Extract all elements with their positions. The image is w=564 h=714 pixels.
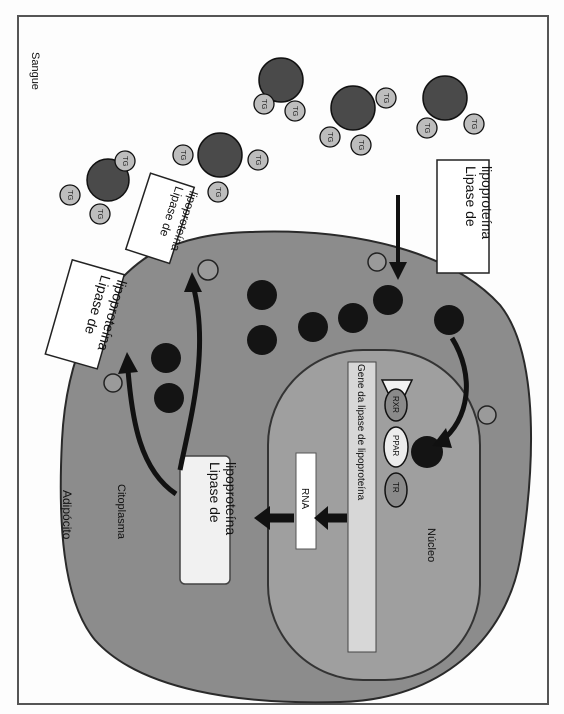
- lipid-droplet: [338, 303, 368, 333]
- tg-label: TG: [423, 123, 432, 134]
- tg-label: TG: [326, 132, 335, 143]
- nucleus-label: Núcleo: [425, 528, 437, 562]
- tg-label: TG: [357, 140, 366, 151]
- lipoprotein-particle: [331, 86, 375, 130]
- tg-label: TG: [291, 106, 300, 117]
- blood-label: Sangue: [29, 52, 41, 90]
- tg-label: TG: [179, 150, 188, 161]
- adipocyte-label: Adipócito: [60, 490, 74, 540]
- rxr-label: RXR: [391, 396, 400, 413]
- lipid-droplet: [434, 305, 464, 335]
- lipid-droplet: [247, 325, 277, 355]
- tg-label: TG: [214, 187, 223, 198]
- membrane-marker: [368, 253, 386, 271]
- membrane-marker: [478, 406, 496, 424]
- lipoprotein-clusters: TG TG TG TG TG TG TG TG TG TG TG TG TG: [60, 58, 484, 224]
- membrane-marker: [104, 374, 122, 392]
- cytoplasm-label: Citoplasma: [115, 484, 127, 540]
- gene-label: Gene da lipase de lipoproteína: [355, 364, 366, 501]
- lipase-cytoplasm-line1: Lipase de: [207, 462, 223, 523]
- tr-label: TR: [391, 482, 400, 493]
- lipid-droplet: [151, 343, 181, 373]
- lipase-cytoplasm-line2: lipoproteína: [223, 462, 239, 535]
- lipid-droplet: [373, 285, 403, 315]
- lipase-top-right-line2: lipoproteína: [479, 166, 495, 239]
- lipase-top-right-line1: Lipase de: [463, 166, 479, 227]
- tg-label: TG: [66, 190, 75, 201]
- ppar-label: PPAR: [391, 435, 400, 456]
- tg-label: TG: [470, 119, 479, 130]
- tg-label: TG: [96, 209, 105, 220]
- lipid-droplet: [247, 280, 277, 310]
- lipoprotein-particle: [423, 76, 467, 120]
- tg-label: TG: [382, 93, 391, 104]
- tg-label: TG: [260, 99, 269, 110]
- membrane-marker: [198, 260, 218, 280]
- rna-label: RNA: [299, 488, 310, 509]
- lipoprotein-particle: [198, 133, 242, 177]
- tg-label: TG: [121, 156, 130, 167]
- tg-label: TG: [254, 155, 263, 166]
- svg-text:Lipase de lipoproteína: Lipase de lipoproteína: [463, 166, 495, 239]
- lipid-droplet: [154, 383, 184, 413]
- svg-text:Lipase de lipoproteína: Lipase de lipoproteína: [207, 462, 239, 535]
- lipid-droplet: [298, 312, 328, 342]
